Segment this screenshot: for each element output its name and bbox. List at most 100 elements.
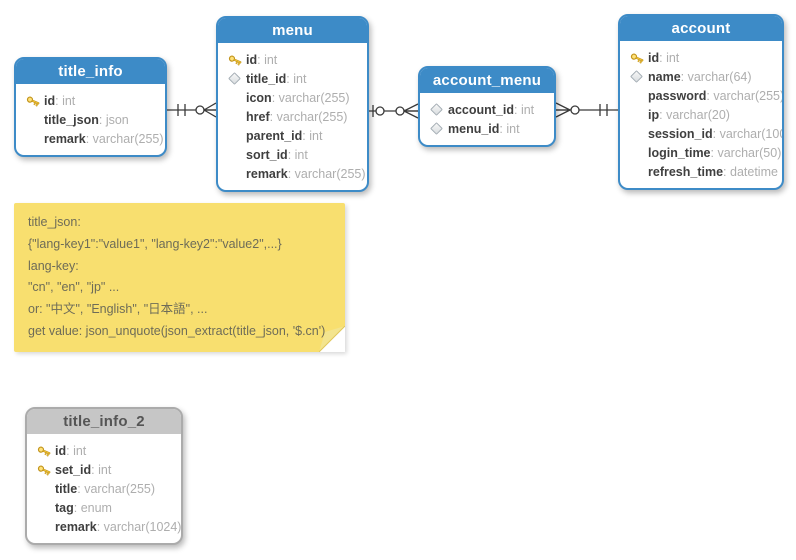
- field-name: refresh_time: [648, 164, 724, 179]
- field-type: varchar(255): [288, 167, 366, 181]
- field-row[interactable]: title_json json: [24, 110, 159, 129]
- field-type: varchar(64): [681, 70, 752, 84]
- field-name: remark: [246, 166, 288, 181]
- field-name: menu_id: [448, 121, 500, 136]
- field-row[interactable]: title_id int: [226, 69, 361, 88]
- field-type: int: [514, 103, 534, 117]
- field-type: int: [286, 72, 306, 86]
- field-row[interactable]: login_time varchar(50): [628, 143, 781, 162]
- field-type: json: [99, 113, 129, 127]
- field-row[interactable]: name varchar(64): [628, 67, 776, 86]
- table-title[interactable]: account_menu: [420, 68, 554, 95]
- field-type: varchar(50): [711, 146, 781, 160]
- field-type: varchar(100): [713, 127, 782, 141]
- field-type: int: [55, 94, 75, 108]
- foreign-key-icon: [428, 122, 445, 136]
- field-name: title_id: [246, 71, 287, 86]
- field-type: varchar(255): [272, 91, 350, 105]
- table-title[interactable]: title_info: [16, 59, 165, 86]
- foreign-key-icon: [226, 72, 243, 86]
- table-title[interactable]: menu: [218, 18, 367, 45]
- field-name: remark: [44, 131, 86, 146]
- relation-line-menu-account_menu[interactable]: [369, 100, 418, 122]
- field-name: id: [55, 443, 67, 458]
- field-row[interactable]: id int: [24, 91, 159, 110]
- note-text-line: {"lang-key1":"value1", "lang-key2":"valu…: [28, 236, 282, 251]
- primary-key-icon: [628, 51, 645, 65]
- field-row[interactable]: ip varchar(20): [628, 105, 776, 124]
- field-type: varchar(20): [659, 108, 730, 122]
- table-title_info_2[interactable]: title_info_2 id int set_id int title var…: [25, 407, 183, 545]
- field-name: title_json: [44, 112, 99, 127]
- field-type: int: [302, 129, 322, 143]
- field-row[interactable]: icon varchar(255): [226, 88, 361, 107]
- field-type: varchar(255): [86, 132, 164, 146]
- relation-line-title_info-menu[interactable]: [167, 99, 216, 121]
- field-row[interactable]: sort_id int: [226, 145, 361, 164]
- field-type: int: [499, 122, 519, 136]
- field-row[interactable]: href varchar(255): [226, 107, 361, 126]
- field-type: int: [288, 148, 308, 162]
- primary-key-icon: [35, 444, 52, 458]
- primary-key-icon: [226, 53, 243, 67]
- field-row[interactable]: refresh_time datetime: [628, 162, 778, 181]
- field-name: icon: [246, 90, 272, 105]
- field-row[interactable]: remark varchar(1024): [35, 517, 181, 536]
- sticky-note[interactable]: title_json: {"lang-key1":"value1", "lang…: [14, 203, 345, 352]
- field-row[interactable]: session_id varchar(100): [628, 124, 782, 143]
- field-type: int: [66, 444, 86, 458]
- field-row[interactable]: password varchar(255): [628, 86, 782, 105]
- foreign-key-icon: [628, 70, 645, 84]
- field-name: remark: [55, 519, 97, 534]
- field-row[interactable]: account_id int: [428, 100, 548, 119]
- field-row[interactable]: remark varchar(255): [226, 164, 366, 183]
- relation-line-account_menu-account[interactable]: [556, 99, 618, 121]
- field-name: session_id: [648, 126, 713, 141]
- field-row[interactable]: title varchar(255): [35, 479, 175, 498]
- table-title[interactable]: title_info_2: [27, 409, 181, 436]
- table-title_info[interactable]: title_info id int title_json json remark…: [14, 57, 167, 157]
- table-body: id int title_id int icon varchar(255) hr…: [218, 45, 367, 190]
- note-text-line: title_json:: [28, 215, 81, 229]
- note-text-line: or: "中文", "English", "日本語", ...: [28, 302, 208, 317]
- field-type: datetime: [723, 165, 778, 179]
- field-name: name: [648, 69, 681, 84]
- table-title[interactable]: account: [620, 16, 782, 43]
- note-text-line: "cn", "en", "jp" ...: [28, 280, 120, 295]
- primary-key-icon: [35, 463, 52, 477]
- field-type: int: [659, 51, 679, 65]
- field-name: id: [648, 50, 660, 65]
- table-body: id int title_json json remark varchar(25…: [16, 86, 165, 155]
- field-row[interactable]: id int: [226, 50, 361, 69]
- table-body: account_id int menu_id int: [420, 95, 554, 145]
- field-row[interactable]: id int: [35, 441, 175, 460]
- field-type: int: [91, 463, 111, 477]
- field-name: parent_id: [246, 128, 303, 143]
- table-body: id int set_id int title varchar(255) tag…: [27, 436, 181, 543]
- field-name: account_id: [448, 102, 514, 117]
- field-name: login_time: [648, 145, 711, 160]
- field-type: int: [257, 53, 277, 67]
- table-menu[interactable]: menu id int title_id int icon varchar(25…: [216, 16, 369, 192]
- field-row[interactable]: remark varchar(255): [24, 129, 164, 148]
- field-row[interactable]: set_id int: [35, 460, 175, 479]
- table-account_menu[interactable]: account_menu account_id int menu_id int: [418, 66, 556, 147]
- field-type: varchar(255): [77, 482, 155, 496]
- field-row[interactable]: parent_id int: [226, 126, 361, 145]
- field-name: ip: [648, 107, 660, 122]
- foreign-key-icon: [428, 103, 445, 117]
- field-name: tag: [55, 500, 74, 515]
- field-row[interactable]: menu_id int: [428, 119, 548, 138]
- field-name: sort_id: [246, 147, 288, 162]
- field-name: title: [55, 481, 78, 496]
- field-name: id: [246, 52, 258, 67]
- table-account[interactable]: account id int name varchar(64) password…: [618, 14, 784, 190]
- primary-key-icon: [24, 94, 41, 108]
- field-row[interactable]: tag enum: [35, 498, 175, 517]
- note-text-line: lang-key:: [28, 258, 79, 273]
- field-name: href: [246, 109, 270, 124]
- table-body: id int name varchar(64) password varchar…: [620, 43, 782, 188]
- field-row[interactable]: id int: [628, 48, 776, 67]
- note-fold-corner: [319, 326, 345, 352]
